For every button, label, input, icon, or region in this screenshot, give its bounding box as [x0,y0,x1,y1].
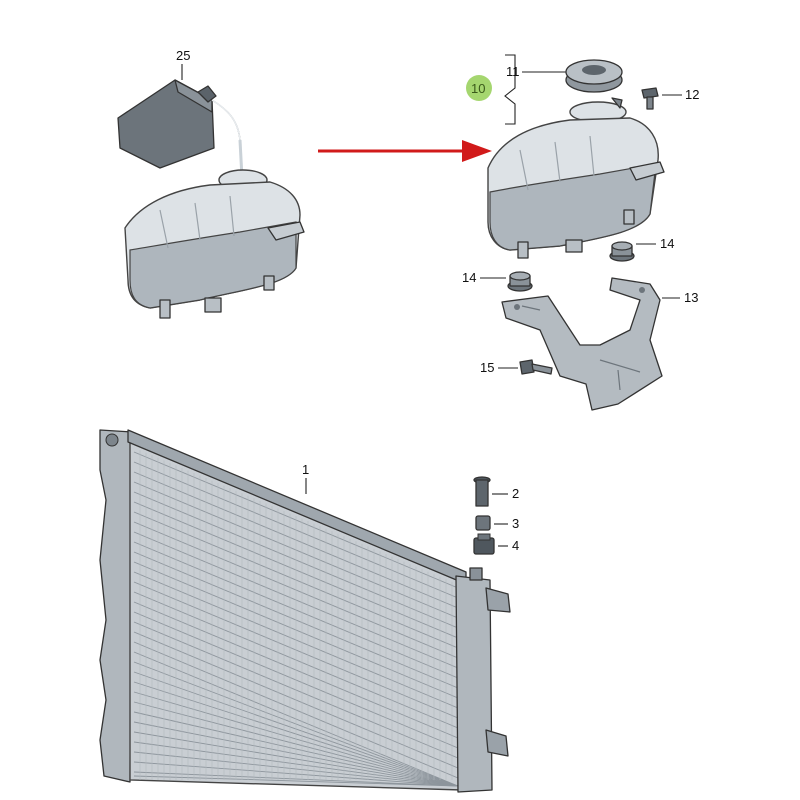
tank-cap [565,59,623,93]
label-10: 10 [471,81,485,96]
bolt-small [641,87,659,110]
mounting-bracket [501,277,663,411]
bolt [519,359,553,375]
highlight-circle [466,75,492,101]
label-4: 4 [512,538,519,553]
grommet-right [609,241,635,262]
cap-group-bracket [504,54,516,125]
clip [473,476,491,507]
bush-large [473,533,495,555]
label-1: 1 [302,462,309,477]
label-14-left: 14 [462,270,476,285]
label-12: 12 [685,87,699,102]
label-13: 13 [684,290,698,305]
grommet-left [507,271,533,292]
label-14-right: 14 [660,236,674,251]
bush-small [475,515,491,531]
expansion-tank-right [487,97,665,259]
label-3: 3 [512,516,519,531]
direction-arrow [318,140,492,162]
radiator [99,429,511,793]
coolant-bottle [117,79,244,179]
label-2: 2 [512,486,519,501]
expansion-tank-left [124,169,305,319]
label-15: 15 [480,360,494,375]
label-25: 25 [176,48,190,63]
radiator-fins [133,450,459,787]
label-11: 11 [506,64,520,79]
